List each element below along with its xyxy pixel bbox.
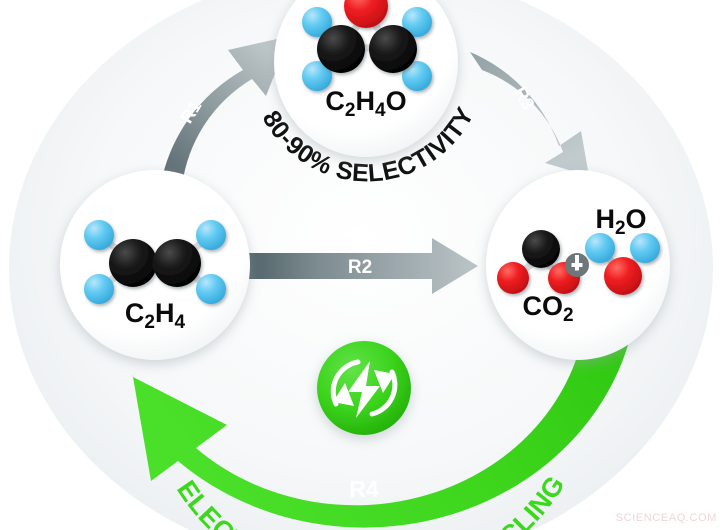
ethylene-molecule: [84, 220, 226, 304]
water-molecule: [585, 233, 660, 295]
atom-hydrogen: [84, 274, 114, 304]
atom-hydrogen: [402, 61, 432, 91]
atom-hydrogen: [302, 61, 332, 91]
atom-carbon: [317, 25, 365, 73]
node-ethylene: C2H4: [60, 170, 250, 360]
atom-hydrogen: [585, 233, 615, 263]
reaction-arrow-r4: R4: [133, 321, 634, 528]
ethylene-oxide-formula: C2H4O: [325, 86, 406, 121]
ethylene-formula: C2H4: [125, 298, 186, 333]
reaction-arrow-r2: R2: [232, 238, 478, 294]
node-co2-h2o: H2O CO2: [486, 170, 670, 360]
atom-oxygen: [604, 257, 642, 295]
atom-oxygen: [497, 262, 529, 294]
electroreduction-badge: [317, 341, 411, 435]
atom-carbon: [522, 230, 560, 268]
water-formula: H2O: [595, 204, 646, 239]
atom-hydrogen: [630, 233, 660, 263]
co2-formula: CO2: [522, 291, 573, 326]
ethylene-oxide-molecule: [302, 0, 432, 91]
carbon-dioxide-molecule: [497, 230, 580, 294]
reaction-arrow-r4-label: R4: [349, 476, 379, 502]
atom-oxygen: [344, 0, 388, 28]
plus-sign: [565, 253, 589, 277]
atom-hydrogen: [84, 220, 114, 250]
atom-carbon: [369, 25, 417, 73]
node-ethylene-oxide: C2H4O: [274, 0, 458, 157]
atom-hydrogen: [402, 7, 432, 37]
atom-carbon: [153, 239, 201, 287]
atom-hydrogen: [196, 274, 226, 304]
recycle-bolt-icon: [330, 359, 398, 418]
reaction-arrow-r2-label: R2: [348, 257, 372, 278]
watermark: SCIENCEAQ.COM: [615, 512, 717, 524]
atom-hydrogen: [196, 220, 226, 250]
atom-carbon: [109, 239, 157, 287]
atom-hydrogen: [302, 7, 332, 37]
